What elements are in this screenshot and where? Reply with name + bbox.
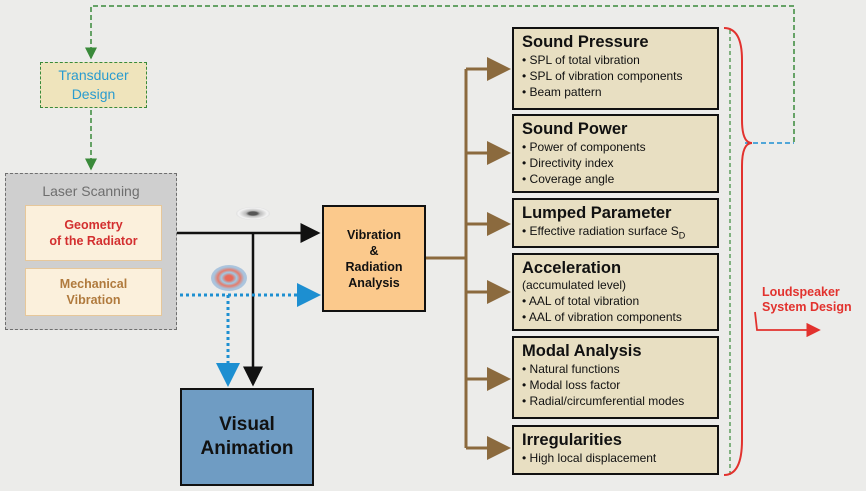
mechanical-line2: Vibration <box>66 293 121 307</box>
geometry-box: Geometry of the Radiator <box>25 205 162 261</box>
acceleration-item: • AAL of total vibration <box>522 294 640 308</box>
vib-line1: Vibration <box>347 227 401 242</box>
acceleration-item: • AAL of vibration components <box>522 310 682 324</box>
laser-scanning-title: Laser Scanning <box>42 183 140 199</box>
sound-power-item: • Coverage angle <box>522 172 615 186</box>
modal-analysis-title: Modal Analysis <box>522 342 642 360</box>
sound-power-box: Sound Power • Power of components • Dire… <box>512 114 719 193</box>
loudspeaker-line1: Loudspeaker <box>762 285 840 299</box>
geometry-line2: of the Radiator <box>49 234 138 248</box>
sound-pressure-item: • SPL of vibration components <box>522 69 683 83</box>
vib-line3: Radiation <box>345 259 403 274</box>
vibration-radiation-analysis-box: Vibration & Radiation Analysis <box>322 205 426 312</box>
acceleration-title: Acceleration <box>522 259 622 277</box>
lumped-parameter-title: Lumped Parameter <box>522 204 672 222</box>
speaker-disc-icon <box>236 207 270 220</box>
visual-line2: Animation <box>200 438 294 459</box>
red-curly-brace <box>723 27 753 476</box>
loudspeaker-line2: System Design <box>762 300 852 314</box>
sd-subscript: D <box>678 230 686 241</box>
sound-pressure-box: Sound Pressure • SPL of total vibration … <box>512 27 719 110</box>
loudspeaker-system-design-label: Loudspeaker System Design <box>762 285 866 315</box>
mechanical-line1: Mechanical <box>59 277 128 291</box>
acceleration-subtitle: (accumulated level) <box>522 278 627 292</box>
sound-pressure-item: • SPL of total vibration <box>522 53 640 67</box>
irregularities-box: Irregularities • High local displacement <box>512 425 719 475</box>
lumped-parameter-item: • Effective radiation surface SD <box>522 223 717 243</box>
sound-power-item: • Power of components <box>522 140 646 154</box>
lumped-parameter-box: Lumped Parameter • Effective radiation s… <box>512 198 719 248</box>
geometry-line1: Geometry <box>64 218 123 232</box>
transducer-line2: Design <box>71 86 116 102</box>
visual-line1: Visual <box>219 414 275 435</box>
modal-analysis-item: • Modal loss factor <box>522 378 621 392</box>
irregularities-title: Irregularities <box>522 431 622 449</box>
transducer-line1: Transducer <box>58 67 129 83</box>
sound-pressure-item: • Beam pattern <box>522 85 602 99</box>
sound-power-item: • Directivity index <box>522 156 614 170</box>
acceleration-box: Acceleration (accumulated level) • AAL o… <box>512 253 719 331</box>
modal-analysis-item: • Natural functions <box>522 362 620 376</box>
irregularities-item: • High local displacement <box>522 451 657 465</box>
sound-power-title: Sound Power <box>522 120 628 138</box>
modal-analysis-box: Modal Analysis • Natural functions • Mod… <box>512 336 719 419</box>
vib-line2: & <box>369 243 379 258</box>
feedback-loop-dashed <box>85 5 795 142</box>
sound-pressure-title: Sound Pressure <box>522 33 649 51</box>
vibration-pattern-icon <box>211 265 247 291</box>
brace-to-loudspeaker-line <box>754 311 821 338</box>
vib-line4: Analysis <box>348 275 400 290</box>
effective-radiation-surface-text: • Effective radiation surface S <box>522 224 679 238</box>
modal-analysis-item: • Radial/circumferential modes <box>522 394 685 408</box>
